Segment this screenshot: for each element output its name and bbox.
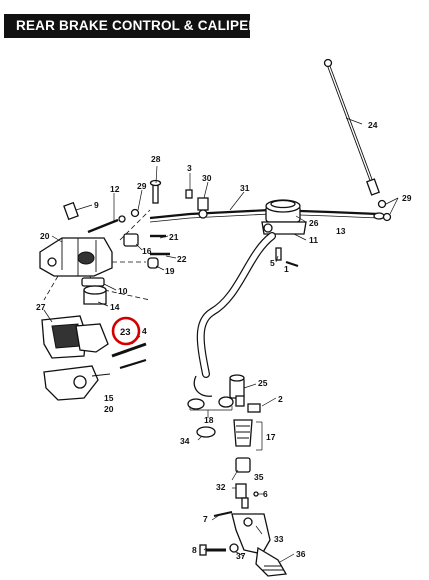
seal-part [196, 426, 216, 438]
callout-label: 7 [203, 514, 208, 524]
fitting-2 [247, 403, 261, 413]
callout-label: 27 [36, 302, 46, 312]
callout-label: 35 [254, 472, 264, 482]
pin-7 [213, 511, 233, 517]
pins-middle [123, 233, 170, 269]
callout-label: 5 [270, 258, 275, 268]
callout-label: 20 [104, 404, 114, 414]
callout-label: 25 [258, 378, 268, 388]
callout-label: 6 [263, 489, 268, 499]
callout-label: 29 [402, 193, 412, 203]
callout-label: 36 [296, 549, 306, 559]
caliper-body-part [39, 237, 113, 277]
brake-pedal-part [231, 513, 288, 577]
callout-label: 37 [236, 551, 246, 561]
fasteners-top [149, 179, 209, 219]
callout-label: 26 [309, 218, 319, 228]
boot-part [235, 457, 251, 473]
screw-parts [275, 247, 299, 267]
callout-label: 9 [94, 200, 99, 210]
callout-label: 23 [120, 327, 131, 338]
callout-labels: 24 28 3 30 31 29 12 9 29 26 13 11 20 16 … [36, 120, 412, 561]
highlight-circle [111, 316, 141, 346]
callout-label: 16 [142, 246, 152, 256]
master-cylinder-part [261, 199, 307, 235]
callout-label: 8 [192, 545, 197, 555]
diagram-title: REAR BRAKE CONTROL & CALIPER [16, 18, 259, 33]
callout-label: 32 [216, 482, 226, 492]
callout-label: 11 [309, 235, 318, 245]
callout-label: 30 [202, 173, 212, 183]
callout-label: 13 [336, 226, 346, 236]
callout-label: 1 [284, 264, 289, 274]
callout-label: 3 [187, 163, 192, 173]
callout-label: 20 [40, 231, 50, 241]
callout-label: 17 [266, 432, 276, 442]
spring-part [233, 419, 263, 451]
brake-pads-part [41, 315, 109, 359]
callout-label: 33 [274, 534, 284, 544]
pin-part [111, 342, 147, 370]
brake-hose-part [196, 232, 276, 378]
brake-rod-part [323, 58, 380, 196]
callout-label: 29 [137, 181, 147, 191]
callout-label: 34 [180, 436, 190, 446]
callout-label: 28 [151, 154, 161, 164]
callout-label: 19 [165, 266, 175, 276]
washers-part [187, 396, 234, 411]
callout-label: 24 [368, 120, 378, 130]
callout-label: 10 [118, 286, 128, 296]
callout-label: 14 [110, 302, 120, 312]
callout-label: 21 [169, 232, 179, 242]
callout-label: 2 [278, 394, 283, 404]
clevis-part [235, 483, 259, 509]
callout-label: 12 [110, 184, 120, 194]
callout-label: 15 [104, 393, 114, 403]
callout-label: 22 [177, 254, 187, 264]
title-bar: REAR BRAKE CONTROL & CALIPER [4, 14, 258, 38]
callout-label: 4 [142, 326, 147, 336]
piston-part [81, 277, 107, 305]
fittings-right [377, 199, 392, 222]
callout-label: 31 [240, 183, 250, 193]
callout-label: 18 [204, 415, 214, 425]
bolts-upper-left [63, 201, 140, 234]
bolt-lower [199, 543, 239, 556]
caliper-bracket-part [43, 365, 111, 401]
banjo-fitting-part [193, 374, 245, 407]
